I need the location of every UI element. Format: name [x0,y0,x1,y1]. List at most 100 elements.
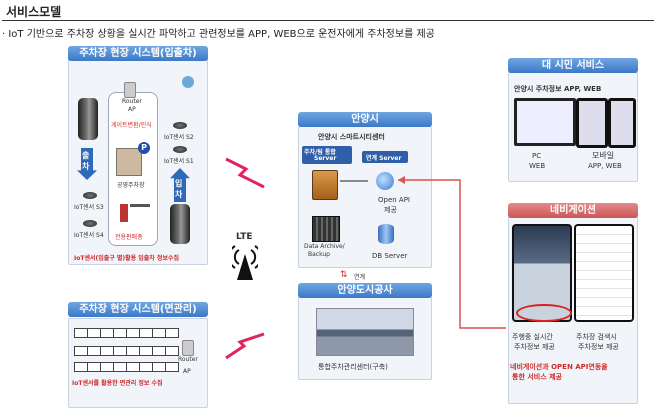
navi-left-line1: 주행중 실시간 [512,333,553,341]
sensor-s1-label: IoT센서 S1 [164,158,194,165]
globe-icon [376,172,394,190]
link-label: 연계 [354,274,366,281]
corp-caption: 통합주차관리센터(구축) [318,363,388,371]
sensor-s3-label: IoT센서 S3 [74,204,104,211]
sensor-s1-icon [173,146,187,153]
navi-footer-line1: 네비게이션과 OPEN API연동을 [510,363,608,371]
db-cylinder-icon [378,224,394,244]
parking-space [100,328,114,338]
navi-highlight-ring [516,304,572,322]
parking-space [152,328,166,338]
ap-2-label: AP [183,368,191,375]
archive-line2: Backup [308,251,330,258]
sensor-s4-label: IoT센서 S4 [74,232,104,239]
ap-label: AP [128,106,136,113]
title-divider [2,20,654,21]
router-label: Router [122,98,142,105]
sensor-s2-label: IoT센서 S2 [164,134,194,141]
tta-logo [182,76,194,88]
sensor-s3-icon [83,192,97,199]
router-icon [124,82,136,98]
face-panel-caption: IoT센서를 활용한 면관리 정보 수집 [72,380,163,387]
parking-server-box [302,146,352,164]
mobile-line1: 모바일 [592,151,615,160]
sensor-s4-icon [83,220,97,227]
navi-phone-right [574,224,634,322]
parking-space [74,328,88,338]
page-subtitle: · IoT 기반으로 주차장 상황을 실시간 파악하고 관련정보를 APP, W… [2,29,435,40]
parking-space [139,362,153,372]
parking-space [74,346,88,356]
navi-footer-line2: 통한 서비스 제공 [512,373,562,381]
parking-p-sign: P [138,142,150,154]
antenna-icon [232,245,258,280]
kiosk [120,204,128,222]
parking-space [113,362,127,372]
archive-line1: Data Archive/ [304,243,345,250]
db-label: DB Server [372,252,408,260]
parking-space [113,328,127,338]
parking-space [139,346,153,356]
entry-arrow [170,168,190,202]
parking-space [87,328,101,338]
navi-right-line1: 주차장 검색시 [576,333,617,341]
citizen-title: 대 시민 서비스 [508,58,638,73]
corp-title: 안양도시공사 [298,283,432,298]
pc-line1: PC [532,152,542,160]
page-title: 서비스모델 [6,5,62,19]
exit-arrow [77,148,97,180]
server-arrow [340,180,368,182]
lightning-bolt-lower-icon [225,332,265,360]
citizen-app-title: 안양시 주차정보 APP, WEB [514,85,602,93]
server-stack-icon [312,170,338,200]
face-panel-title: 주차장 현장 시스템(면관리) [68,302,208,317]
barrier [130,204,150,207]
navi-right-line2: 주차정보 제공 [578,343,619,351]
parking-space [74,362,88,372]
booth-label: 공영주차장 [117,182,145,189]
parking-space [152,346,166,356]
openapi-link-connector [398,176,506,329]
phone-icon [608,98,636,148]
exit-label: 출차 [82,151,90,171]
navi-title: 네비게이션 [508,203,638,218]
sensor-s2-icon [173,122,187,129]
parking-space [113,346,127,356]
pc-line2: WEB [529,162,546,170]
tablet-icon [576,98,608,148]
parking-space [100,346,114,356]
router-2-icon [182,340,194,356]
entry-panel-caption: IoT센서(입출구 별)활용 입출차 정보수집 [74,255,179,262]
parking-server-line2: Server [314,155,337,162]
parking-space [100,362,114,372]
gate-label: 게이트변환/인식 [111,122,152,129]
link-arrow-icon: ⇅ [340,270,348,280]
car-exit [78,98,98,140]
parking-space [87,362,101,372]
parking-server-line1: 주차/팀 통합 [304,149,336,156]
kiosk-label: 전용판매총 [115,234,143,241]
control-room-image [316,308,414,356]
lte-label: LTE [236,232,253,242]
lightning-bolt-upper-icon [225,157,265,189]
parking-space [152,362,166,372]
router-2-label: Router [178,356,198,363]
openapi-line2: 제공 [384,206,397,214]
car-entry [170,204,190,244]
entry-label: 입차 [175,179,183,199]
parking-space [126,346,140,356]
parking-booth [116,148,142,176]
parking-space [126,362,140,372]
link-server-label: 연계 Server [366,155,402,162]
parking-space [139,328,153,338]
center-title: 안양시 스마트시티센터 [318,133,385,141]
anyang-title: 안양시 [298,112,432,127]
link-server-box [362,151,408,163]
archive-rack-icon [312,216,340,242]
parking-space [165,362,179,372]
parking-space [87,346,101,356]
parking-space [165,346,179,356]
parking-space [126,328,140,338]
pc-monitor-icon [514,98,576,146]
openapi-line1: Open API [378,196,410,204]
